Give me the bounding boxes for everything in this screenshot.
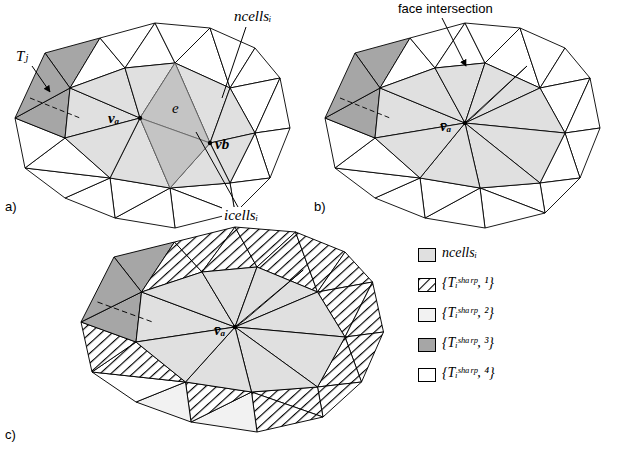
legend-swatch	[418, 278, 436, 292]
vertex-dot	[138, 116, 142, 120]
leader-line	[222, 27, 246, 98]
legend-swatch	[418, 308, 436, 322]
legend-swatch	[418, 248, 436, 262]
mesh-triangle	[345, 282, 384, 337]
dashed-edge	[30, 98, 80, 118]
callout-label: face intersection	[396, 2, 495, 16]
vertex-dot	[233, 325, 238, 329]
edge-label: e	[170, 100, 181, 117]
triangle-label: Tⱼ	[14, 48, 30, 65]
mesh-triangle	[81, 257, 142, 322]
mesh-triangle	[318, 382, 362, 417]
legend-text: {Tᵢˢʰᵃʳᵖ, ³}	[442, 335, 494, 350]
dashed-edge	[340, 98, 390, 118]
mesh-triangle	[140, 118, 210, 188]
mesh-triangle	[252, 392, 324, 432]
vertex-label: v̄ₐ	[438, 118, 453, 135]
mesh-panel	[15, 23, 290, 228]
mesh-triangle	[565, 78, 600, 133]
vertex-label: vb	[213, 136, 231, 153]
panel-label: b)	[312, 200, 328, 214]
mesh-triangle	[65, 118, 140, 178]
mesh-panel	[325, 23, 600, 228]
mesh-triangle	[540, 178, 580, 213]
legend-swatch	[418, 338, 436, 352]
mesh-triangle	[375, 123, 465, 178]
vertex-label: vₐ	[106, 110, 121, 127]
panel-label: c)	[3, 428, 18, 442]
mesh-triangle	[480, 188, 545, 228]
legend-text: {Tᵢˢʰᵃʳᵖ, ²}	[442, 305, 494, 320]
vertex-dot	[208, 141, 212, 145]
legend-swatch	[418, 368, 436, 382]
mesh-panel	[81, 227, 384, 432]
vertex-dot	[463, 121, 467, 125]
set-label: ncellsᵢ	[232, 8, 273, 25]
leader-arrow	[32, 66, 50, 92]
dashed-edge	[98, 302, 153, 322]
panel-label: a)	[3, 200, 19, 214]
mesh-triangle	[235, 270, 303, 327]
legend-text: ncellsᵢ	[442, 245, 477, 260]
vertex-label: v̄ₐ	[212, 322, 227, 339]
leader-line	[196, 132, 238, 207]
leader-lines	[32, 18, 466, 207]
set-label: icellsᵢ	[222, 207, 260, 224]
leader-arrow	[442, 18, 466, 66]
mesh-triangle	[325, 53, 380, 118]
hatch-sample	[419, 279, 435, 291]
legend-text: {Tᵢˢʰᵃʳᵖ, ⁴}	[442, 365, 495, 380]
mesh-triangle	[465, 66, 527, 123]
mesh-triangle	[255, 78, 290, 133]
legend-text: {Tᵢˢʰᵃʳᵖ, ¹}	[442, 275, 494, 290]
